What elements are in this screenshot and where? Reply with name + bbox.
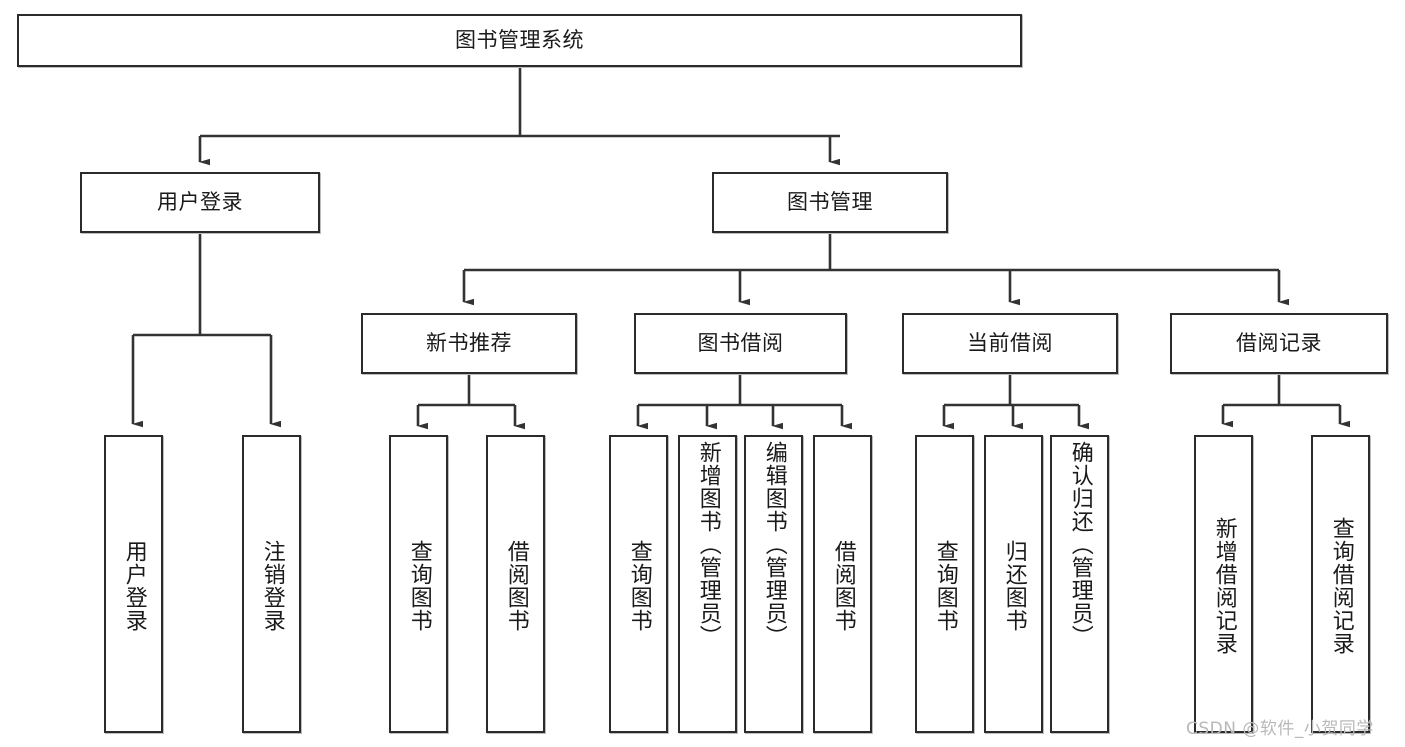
node-label: 编辑图书（管理员） xyxy=(761,441,787,648)
node-book-management[interactable]: 图书管理 xyxy=(712,172,948,233)
node-label: 图书管理 xyxy=(787,189,873,214)
leaf-user-login[interactable]: 用户登录 xyxy=(104,435,163,733)
leaf-query-book-recommend[interactable]: 查询图书 xyxy=(389,435,448,733)
leaf-edit-book-admin[interactable]: 编辑图书（管理员） xyxy=(744,435,803,733)
node-label: 确认归还（管理员） xyxy=(1067,441,1093,648)
leaf-borrow-book-recommend[interactable]: 借阅图书 xyxy=(486,435,545,733)
node-label: 用户登录 xyxy=(121,540,147,632)
leaf-borrow-book[interactable]: 借阅图书 xyxy=(813,435,872,733)
node-new-book-recommend[interactable]: 新书推荐 xyxy=(361,313,577,374)
node-label: 图书借阅 xyxy=(697,330,784,355)
leaf-add-borrow-record[interactable]: 新增借阅记录 xyxy=(1194,435,1253,733)
node-label: 查询图书 xyxy=(932,540,958,632)
node-label: 查询图书 xyxy=(626,540,652,632)
node-label: 注销登录 xyxy=(259,540,285,632)
leaf-query-borrow-record[interactable]: 查询借阅记录 xyxy=(1311,435,1370,733)
node-borrow-records[interactable]: 借阅记录 xyxy=(1170,313,1388,374)
node-book-borrow[interactable]: 图书借阅 xyxy=(634,313,847,374)
node-label: 新增借阅记录 xyxy=(1211,517,1237,655)
node-root-system[interactable]: 图书管理系统 xyxy=(17,14,1022,67)
leaf-return-book[interactable]: 归还图书 xyxy=(984,435,1043,733)
node-label: 查询借阅记录 xyxy=(1328,517,1354,655)
node-current-borrow[interactable]: 当前借阅 xyxy=(902,313,1118,374)
leaf-confirm-return-admin[interactable]: 确认归还（管理员） xyxy=(1050,435,1109,733)
leaf-logout[interactable]: 注销登录 xyxy=(242,435,301,733)
leaf-add-book-admin[interactable]: 新增图书（管理员） xyxy=(678,435,737,733)
node-label: 借阅记录 xyxy=(1236,330,1322,355)
node-label: 新增图书（管理员） xyxy=(695,441,721,648)
node-user-login[interactable]: 用户登录 xyxy=(80,172,320,233)
leaf-query-book-current[interactable]: 查询图书 xyxy=(915,435,974,733)
node-label: 当前借阅 xyxy=(967,330,1053,355)
leaf-query-book-borrow[interactable]: 查询图书 xyxy=(609,435,668,733)
node-label: 图书管理系统 xyxy=(455,27,584,52)
node-label: 查询图书 xyxy=(406,540,432,632)
node-label: 用户登录 xyxy=(157,189,243,214)
node-label: 借阅图书 xyxy=(830,540,856,632)
node-label: 新书推荐 xyxy=(426,330,512,355)
node-label: 归还图书 xyxy=(1001,540,1027,632)
node-label: 借阅图书 xyxy=(503,540,529,632)
